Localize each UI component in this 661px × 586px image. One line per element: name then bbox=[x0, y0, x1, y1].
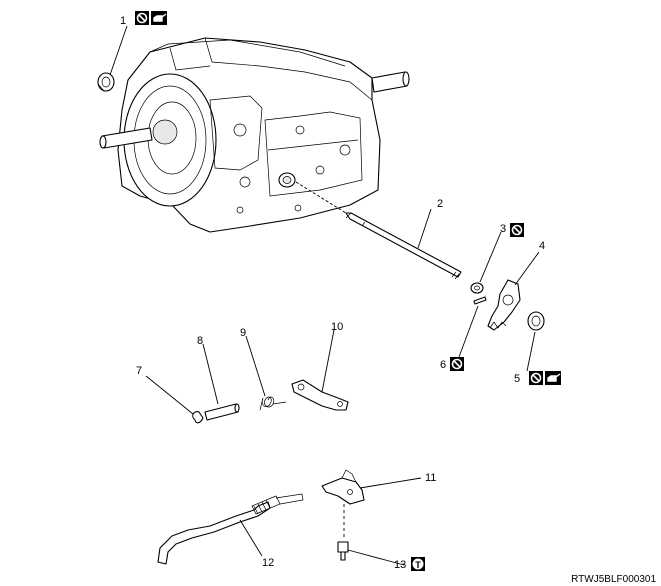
bolt-part-13 bbox=[337, 541, 349, 561]
callout-4: 4 bbox=[539, 240, 545, 252]
oil-can-icon bbox=[545, 371, 561, 385]
clip-part-7 bbox=[192, 411, 204, 424]
spacer-part-3 bbox=[470, 282, 484, 294]
figure-code: RTWJ5BLF000301 bbox=[571, 574, 656, 585]
pin-shaft-part-8 bbox=[204, 403, 240, 421]
manual-shaft-part-2 bbox=[345, 212, 462, 280]
callout-9: 9 bbox=[240, 327, 246, 339]
callout-3: 3 bbox=[500, 223, 506, 235]
transmission-assembly bbox=[99, 37, 410, 233]
callout-10: 10 bbox=[331, 321, 343, 333]
callout-7: 7 bbox=[136, 365, 142, 377]
lever-part-10 bbox=[291, 379, 349, 411]
pin-part-6 bbox=[473, 296, 487, 305]
torque-icon: T bbox=[411, 557, 425, 571]
callout-12: 12 bbox=[262, 557, 274, 569]
callout-8: 8 bbox=[197, 335, 203, 347]
oil-can-icon bbox=[151, 11, 167, 25]
leader-lines bbox=[109, 25, 540, 566]
callout-5: 5 bbox=[514, 373, 520, 385]
spring-part-9 bbox=[259, 396, 287, 411]
no-reuse-icon bbox=[135, 11, 149, 25]
torque-letter: T bbox=[415, 560, 421, 570]
callout-2: 2 bbox=[437, 198, 443, 210]
bracket-part-11 bbox=[321, 469, 365, 505]
callout-1: 1 bbox=[120, 15, 126, 27]
oil-seal-part-1 bbox=[97, 72, 115, 92]
no-reuse-icon bbox=[510, 223, 524, 237]
callout-11: 11 bbox=[425, 472, 436, 484]
no-reuse-icon bbox=[450, 357, 464, 371]
callout-6: 6 bbox=[440, 359, 446, 371]
oil-seal-part-5 bbox=[527, 311, 545, 331]
detent-lever-part-4 bbox=[487, 279, 521, 331]
no-reuse-icon bbox=[529, 371, 543, 385]
cable-part-12 bbox=[157, 493, 304, 565]
callout-13: 13 bbox=[394, 559, 406, 571]
